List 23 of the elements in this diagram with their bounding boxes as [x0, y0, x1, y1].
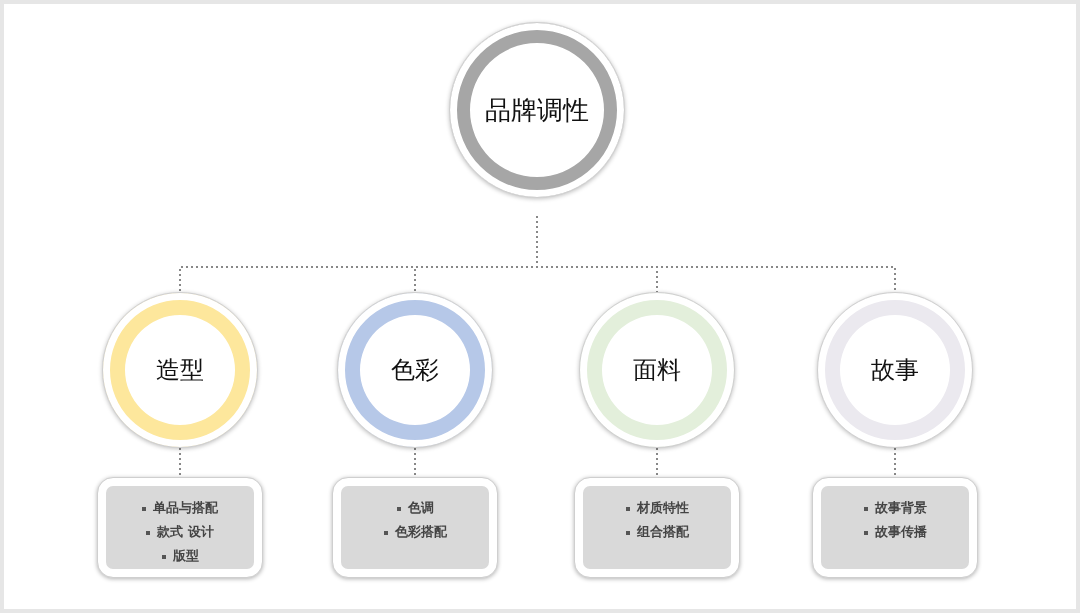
list-item: 款式 设计 — [146, 520, 214, 544]
list-box — [332, 477, 498, 578]
list-item: 组合搭配 — [625, 520, 689, 544]
node-label: 品牌调性 — [485, 93, 589, 127]
connector-line — [894, 447, 896, 478]
list-item: 版型 — [161, 544, 199, 568]
list-item: 色调 — [396, 496, 434, 520]
list-item: 故事背景 — [863, 496, 927, 520]
connector-line — [179, 447, 181, 478]
list-box — [574, 477, 740, 578]
list-item: 材质特性 — [625, 496, 689, 520]
connector-line — [536, 215, 896, 293]
list-item: 故事传播 — [863, 520, 927, 544]
list-box — [812, 477, 978, 578]
node-label: 面料 — [633, 355, 681, 386]
connector-line — [656, 447, 658, 478]
list-box — [97, 477, 263, 578]
list-item: 色彩搭配 — [383, 520, 447, 544]
list-item: 单品与搭配 — [142, 496, 218, 520]
node-label: 色彩 — [391, 355, 439, 386]
node-label: 造型 — [156, 355, 204, 386]
node-label: 故事 — [871, 355, 919, 386]
connector-line — [414, 447, 416, 478]
